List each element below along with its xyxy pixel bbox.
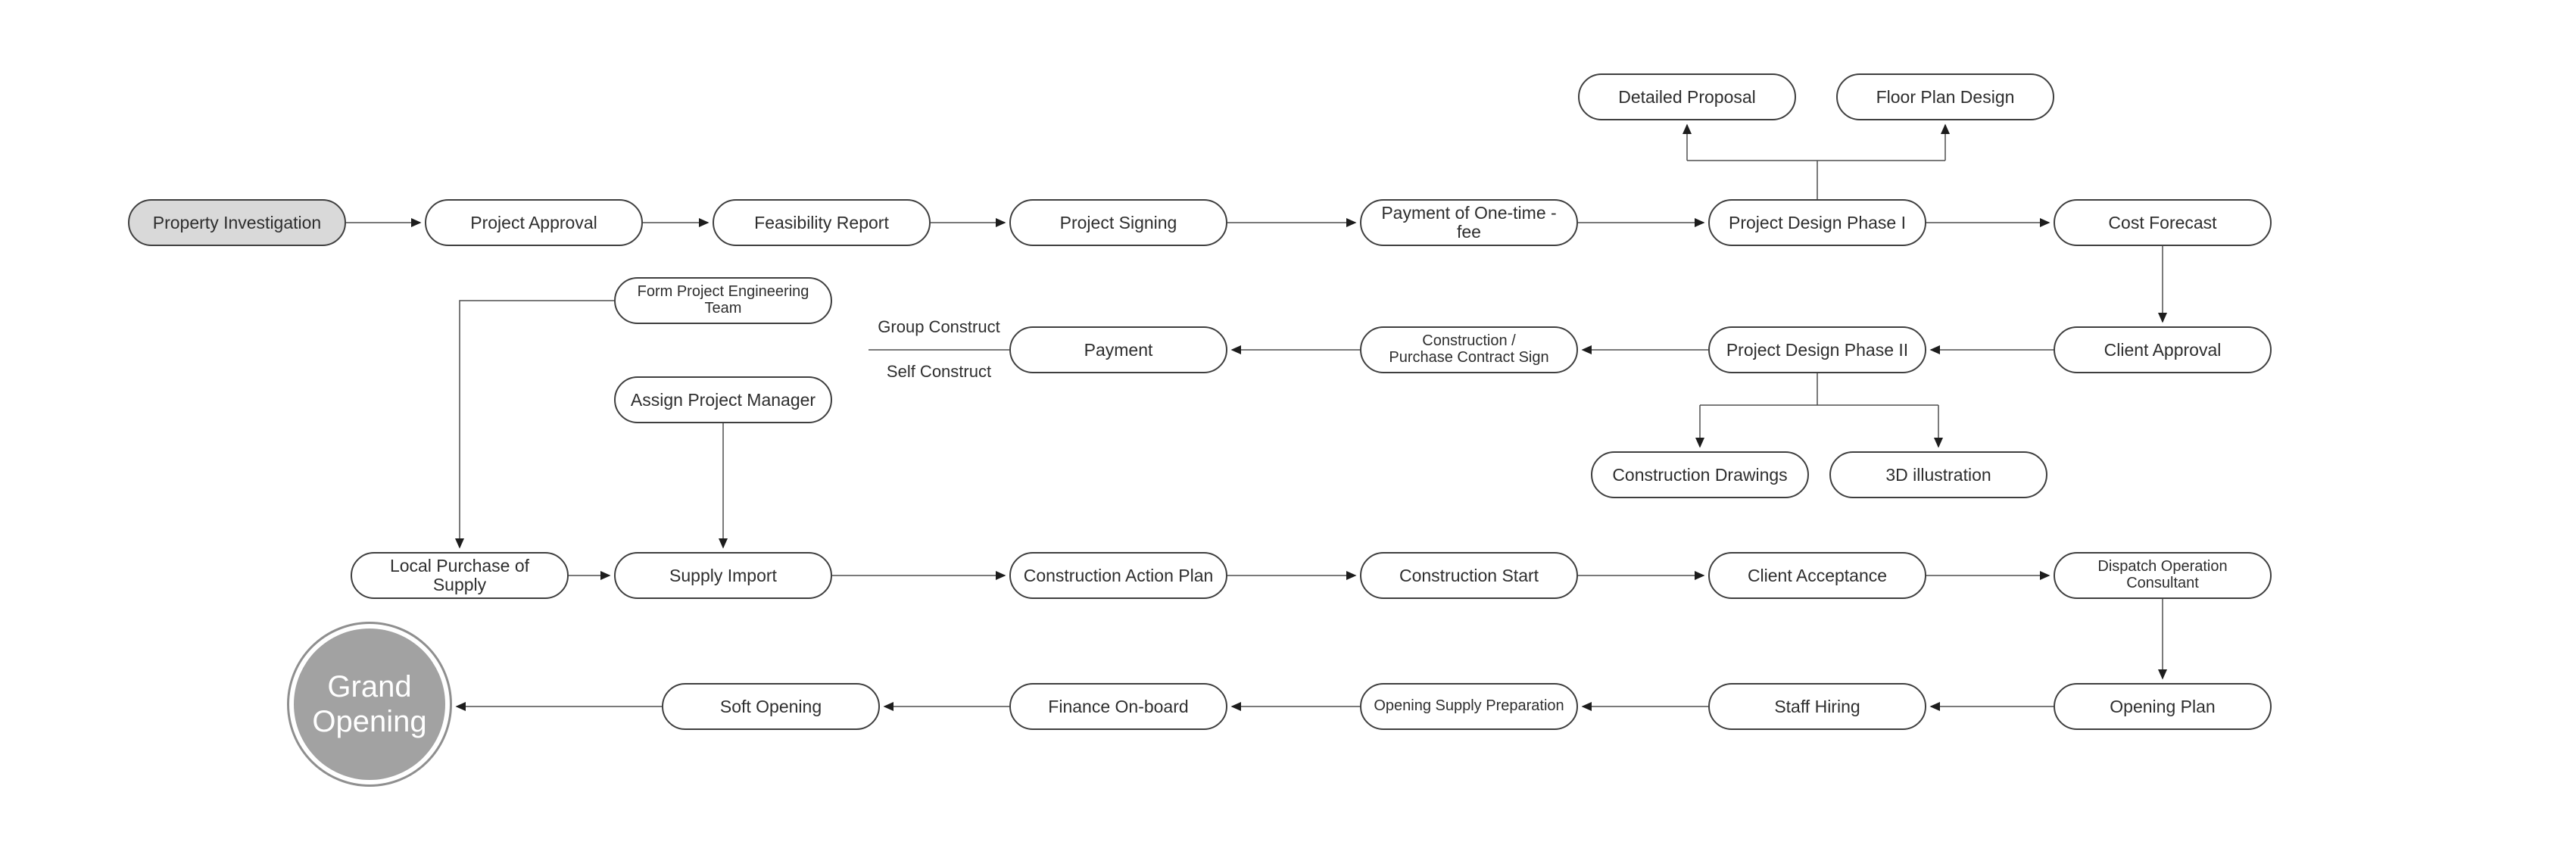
node-property-investigation: Property Investigation (128, 199, 346, 246)
node-payment: Payment (1009, 326, 1227, 373)
node-form-project-engineering-team: Form Project Engineering Team (614, 277, 832, 324)
node-opening-plan: Opening Plan (2054, 683, 2272, 730)
edge-team-to-local-purchase (455, 300, 614, 549)
node-project-design-phase-1: Project Design Phase I (1708, 199, 1926, 246)
node-construction-start: Construction Start (1360, 552, 1578, 599)
node-project-design-phase-2: Project Design Phase II (1708, 326, 1926, 373)
node-construction-action-plan: Construction Action Plan (1009, 552, 1227, 599)
node-payment-of-one-time-fee: Payment of One-time -fee (1360, 199, 1578, 246)
label-group-construct: Group Construct (878, 317, 1000, 336)
node-detailed-proposal: Detailed Proposal (1578, 73, 1796, 120)
node-assign-project-manager: Assign Project Manager (614, 376, 832, 423)
edge-design2-branch-trunk (1700, 373, 1938, 406)
node-client-approval: Client Approval (2054, 326, 2272, 373)
node-local-purchase-of-supply: Local Purchase of Supply (351, 552, 569, 599)
node-construction-drawings: Construction Drawings (1591, 451, 1809, 498)
node-staff-hiring: Staff Hiring (1708, 683, 1926, 730)
edge-design1-branch-trunk (1687, 160, 1945, 199)
node-grand-opening: Grand Opening (287, 622, 452, 787)
node-3d-illustration: 3D illustration (1829, 451, 2047, 498)
node-dispatch-operation-consultant: Dispatch Operation Consultant (2054, 552, 2272, 599)
node-opening-supply-preparation: Opening Supply Preparation (1360, 683, 1578, 730)
grand-opening-label: Grand Opening (294, 629, 445, 780)
node-project-approval: Project Approval (425, 199, 643, 246)
node-supply-import: Supply Import (614, 552, 832, 599)
contract-sign-line1: Construction / (1422, 332, 1516, 350)
node-floor-plan-design: Floor Plan Design (1836, 73, 2054, 120)
label-self-construct: Self Construct (886, 362, 992, 381)
node-construction-purchase-contract-sign: Construction / Purchase Contract Sign (1360, 326, 1578, 373)
node-finance-on-board: Finance On-board (1009, 683, 1227, 730)
node-soft-opening: Soft Opening (662, 683, 880, 730)
node-feasibility-report: Feasibility Report (713, 199, 931, 246)
node-cost-forecast: Cost Forecast (2054, 199, 2272, 246)
node-project-signing: Project Signing (1009, 199, 1227, 246)
node-client-acceptance: Client Acceptance (1708, 552, 1926, 599)
contract-sign-line2: Purchase Contract Sign (1389, 349, 1549, 366)
